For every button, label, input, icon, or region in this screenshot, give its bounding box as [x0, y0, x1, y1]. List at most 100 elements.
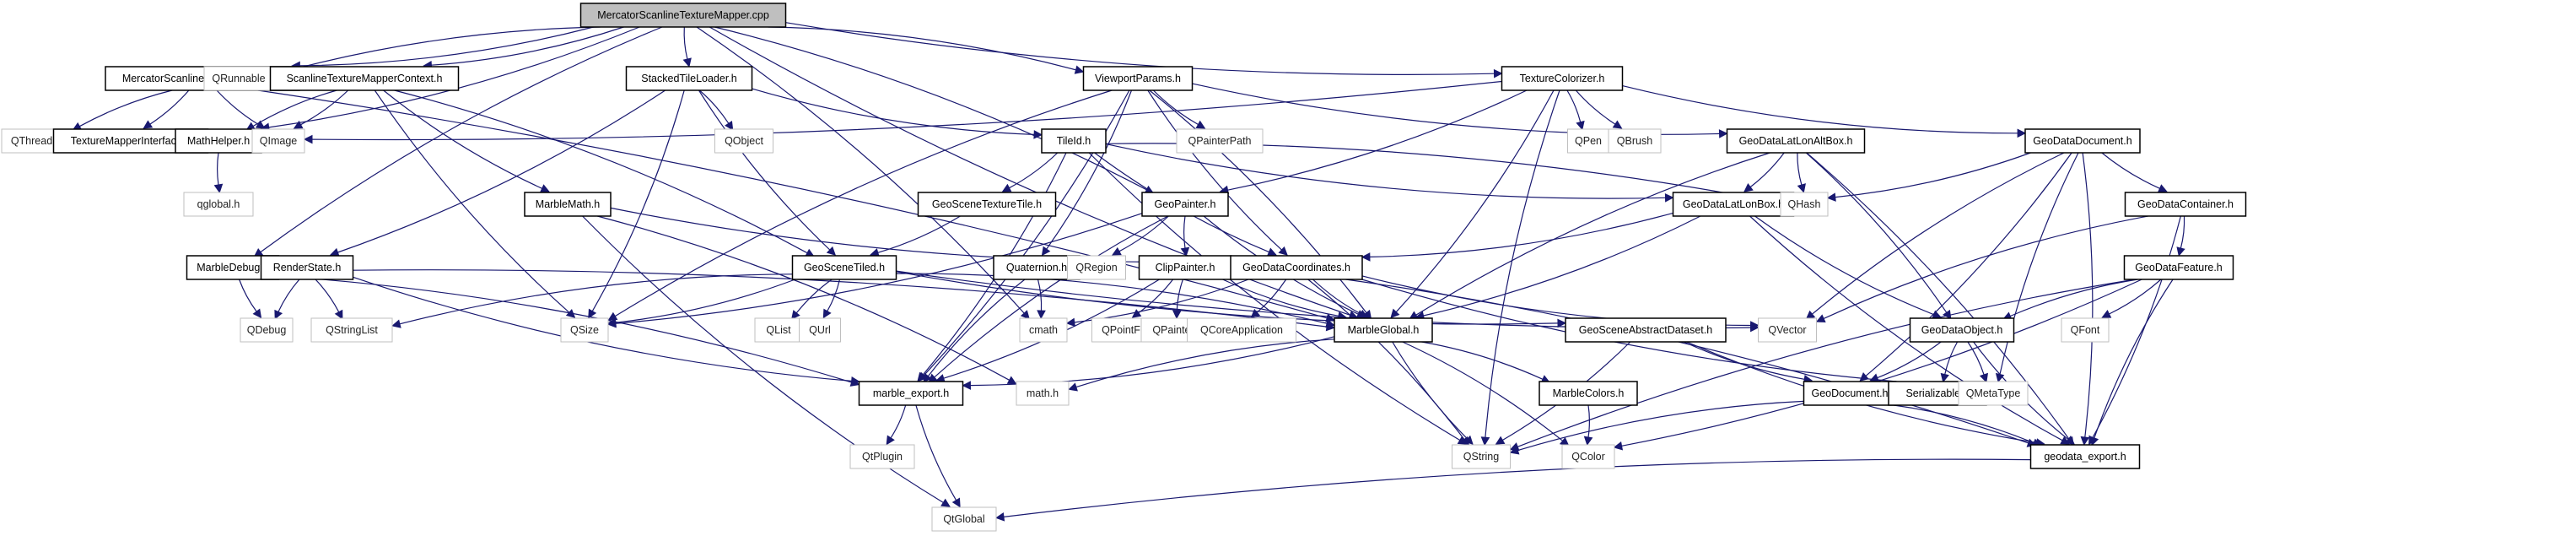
arrowhead	[923, 373, 932, 383]
node-box	[1138, 255, 1232, 280]
graph-node-geodataexport[interactable]: geodata_export.h	[2029, 444, 2141, 469]
graph-node-marblemath[interactable]: MarbleMath.h	[524, 192, 612, 217]
graph-node-mathhelper[interactable]: MathHelper.h	[175, 128, 262, 154]
node-label: geodata_export.h	[2044, 451, 2126, 463]
node-label: GeoSceneAbstractDataset.h	[1579, 324, 1712, 336]
edge-texcol-to-geodatadoc	[1622, 85, 2027, 138]
edge-viewport-to-gdcoords	[1147, 89, 1288, 256]
edge-line	[934, 215, 1168, 378]
edge-root-to-marbledebug	[253, 26, 663, 257]
node-box	[524, 192, 612, 217]
graph-node-gstiled[interactable]: GeoSceneTiled.h	[791, 255, 897, 280]
graph-node-qrunnable: QRunnable	[203, 66, 274, 91]
node-box	[791, 255, 897, 280]
node-label: QPointF	[1102, 324, 1140, 336]
arrowhead	[1495, 436, 1506, 445]
graph-node-marbleglobal[interactable]: MarbleGlobal.h	[1334, 317, 1433, 343]
graph-node-texcol[interactable]: TextureColorizer.h	[1501, 66, 1624, 91]
node-label: QUrl	[809, 324, 831, 336]
arrowhead	[1037, 310, 1046, 320]
graph-node-geodataobj[interactable]: GeoDataObject.h	[1909, 317, 2015, 343]
arrowhead	[1797, 183, 1806, 193]
arrowhead	[293, 120, 304, 129]
arrowhead	[1006, 376, 1017, 385]
edge-line	[1369, 212, 1673, 257]
arrowhead	[1325, 318, 1335, 328]
edge-line	[1088, 152, 1461, 441]
graph-node-gsad[interactable]: GeoSceneAbstractDataset.h	[1565, 317, 1727, 343]
edge-latlonbox-to-gdcoords	[1361, 212, 1673, 262]
graph-node-renderstate[interactable]: RenderState.h	[260, 255, 354, 280]
node-box	[1758, 317, 1817, 343]
node-label: GeoDataContainer.h	[2137, 198, 2234, 210]
arrowhead	[1068, 382, 1078, 392]
graph-node-qtplugin: QtPlugin	[849, 444, 915, 469]
edge-renderstate-to-qdebug	[274, 279, 300, 320]
node-label: MathHelper.h	[187, 135, 250, 147]
edge-geodataexport-to-qtglobal	[995, 458, 2031, 522]
arrowhead	[1612, 120, 1623, 129]
edge-marbledebug-to-qdebug	[239, 279, 262, 319]
graph-node-geodoc[interactable]: GeoDocument.h	[1803, 381, 1897, 406]
edge-line	[1749, 215, 2063, 441]
edge-latlonalt-to-marbleglobal	[1409, 152, 1770, 320]
edge-geodatadoc-to-qhash	[1826, 152, 2031, 202]
graph-node-latlonalt[interactable]: GeoDataLatLonAltBox.h	[1726, 128, 1866, 154]
graph-node-qimage: QImage	[251, 128, 305, 154]
arrowhead	[1180, 246, 1190, 257]
edge-line	[311, 80, 1502, 141]
node-label: ScanlineTextureMapperContext.h	[287, 73, 443, 84]
graph-node-root[interactable]: MercatorScanlineTextureMapper.cpp	[579, 3, 787, 28]
graph-node-clippainter[interactable]: ClipPainter.h	[1138, 255, 1232, 280]
edge-geodoc-to-qstring	[1509, 400, 1804, 455]
node-box	[1067, 255, 1126, 280]
arrowhead	[143, 120, 154, 129]
arrowhead	[1815, 314, 1826, 323]
edge-line	[1105, 143, 1666, 199]
graph-node-quaternion[interactable]: Quaternion.h	[993, 255, 1081, 280]
edge-viewport-to-qpainterpath	[1152, 89, 1206, 129]
arrowhead	[1750, 321, 1760, 330]
edge-line	[1149, 89, 1367, 313]
arrowhead	[2157, 184, 2168, 192]
graph-node-latlonbox[interactable]: GeoDataLatLonBox.h	[1672, 192, 1795, 217]
edge-line	[2101, 152, 2160, 189]
arrowhead	[1020, 310, 1030, 320]
graph-node-viewport[interactable]: ViewportParams.h	[1082, 66, 1194, 91]
edge-line	[890, 404, 907, 439]
node-box	[849, 444, 915, 469]
arrowhead	[1869, 373, 1880, 382]
edge-stl-to-qobject	[698, 89, 734, 131]
graph-node-stl[interactable]: StackedTileLoader.h	[625, 66, 753, 91]
graph-node-geodatafeat[interactable]: GeoDataFeature.h	[2123, 255, 2234, 280]
edge-line	[315, 279, 340, 312]
node-label: ClipPainter.h	[1156, 262, 1215, 273]
edge-line	[1806, 152, 2070, 440]
arrowhead	[791, 310, 800, 320]
edge-line	[1944, 341, 1959, 375]
edge-stmctx-to-qimage	[293, 89, 349, 129]
graph-node-geodatacont[interactable]: GeoDataContainer.h	[2124, 192, 2247, 217]
arrowhead	[1509, 446, 1520, 455]
edge-line	[1222, 279, 1339, 317]
node-box	[714, 128, 773, 154]
graph-node-gdcoords[interactable]: GeoDataCoordinates.h	[1230, 255, 1363, 280]
edge-line	[1423, 215, 1701, 317]
graph-node-stmctx[interactable]: ScanlineTextureMapperContext.h	[269, 66, 460, 91]
edge-geodatadoc-to-geodoc	[1859, 152, 2072, 382]
edge-line	[1865, 152, 2072, 376]
nodes-layer: MercatorScanlineTextureMapper.cppMercato…	[1, 3, 2247, 532]
edge-line	[2180, 215, 2185, 249]
graph-node-tileid[interactable]: TileId.h	[1041, 128, 1107, 154]
graph-node-marblecolors[interactable]: MarbleColors.h	[1539, 381, 1638, 406]
edge-line	[1517, 279, 2136, 447]
graph-node-marbleexport[interactable]: marble_export.h	[858, 381, 964, 406]
graph-node-geopainter[interactable]: GeoPainter.h	[1141, 192, 1229, 217]
graph-node-gstt[interactable]: GeoSceneTextureTile.h	[917, 192, 1057, 217]
arrowhead	[329, 247, 340, 257]
node-label: GeoDataCoordinates.h	[1242, 262, 1350, 273]
graph-node-geodatadoc[interactable]: GeoDataDocument.h	[2024, 128, 2141, 154]
graph-node-qsize: QSize	[560, 317, 609, 343]
edge-line	[1999, 152, 2079, 375]
node-label: QImage	[260, 135, 298, 147]
